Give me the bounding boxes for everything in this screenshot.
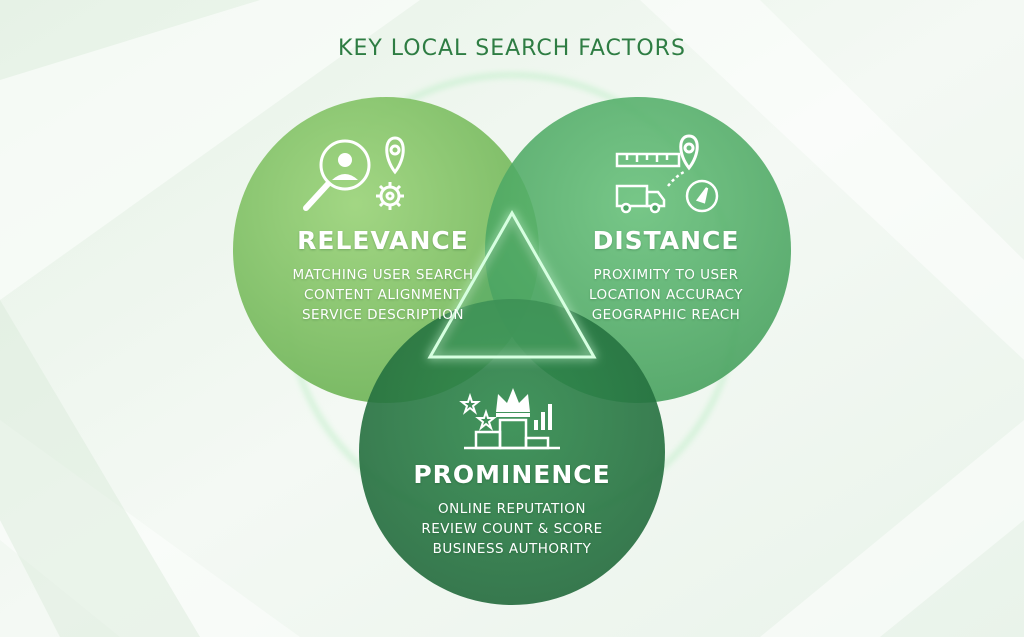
prominence-label-group: PROMINENCE ONLINE REPUTATION REVIEW COUN… bbox=[362, 460, 662, 559]
map-pin-icon bbox=[385, 136, 405, 175]
distance-label-group: DISTANCE PROXIMITY TO USER LOCATION ACCU… bbox=[516, 226, 816, 325]
magnifier-user-icon bbox=[303, 139, 371, 211]
distance-point-1: PROXIMITY TO USER bbox=[593, 267, 739, 283]
distance-pin-icon bbox=[679, 134, 699, 171]
delivery-truck-icon bbox=[615, 170, 685, 214]
relevance-point-2: CONTENT ALIGNMENT bbox=[304, 287, 462, 303]
prominence-point-1: ONLINE REPUTATION bbox=[438, 501, 586, 517]
prominence-point-3: BUSINESS AUTHORITY bbox=[432, 541, 592, 557]
distance-point-3: GEOGRAPHIC REACH bbox=[591, 307, 741, 323]
bar-chart-icon bbox=[534, 404, 552, 430]
podium-icon bbox=[464, 418, 560, 450]
gear-icon bbox=[376, 182, 404, 210]
stars-icon bbox=[459, 392, 497, 431]
ruler-icon bbox=[615, 152, 681, 168]
prominence-point-2: REVIEW COUNT & SCORE bbox=[421, 521, 603, 537]
distance-heading: DISTANCE bbox=[592, 226, 740, 255]
prominence-circle bbox=[359, 299, 665, 605]
page-title: KEY LOCAL SEARCH FACTORS bbox=[338, 36, 686, 61]
relevance-point-3: SERVICE DESCRIPTION bbox=[301, 307, 465, 323]
crown-icon bbox=[496, 388, 530, 417]
distance-point-2: LOCATION ACCURACY bbox=[588, 287, 744, 303]
prominence-heading: PROMINENCE bbox=[413, 460, 611, 489]
relevance-label-group: RELEVANCE MATCHING USER SEARCH CONTENT A… bbox=[233, 226, 533, 325]
center-triangle bbox=[427, 209, 597, 359]
relevance-point-1: MATCHING USER SEARCH bbox=[292, 267, 474, 283]
relevance-heading: RELEVANCE bbox=[297, 226, 469, 255]
compass-icon bbox=[685, 179, 719, 213]
